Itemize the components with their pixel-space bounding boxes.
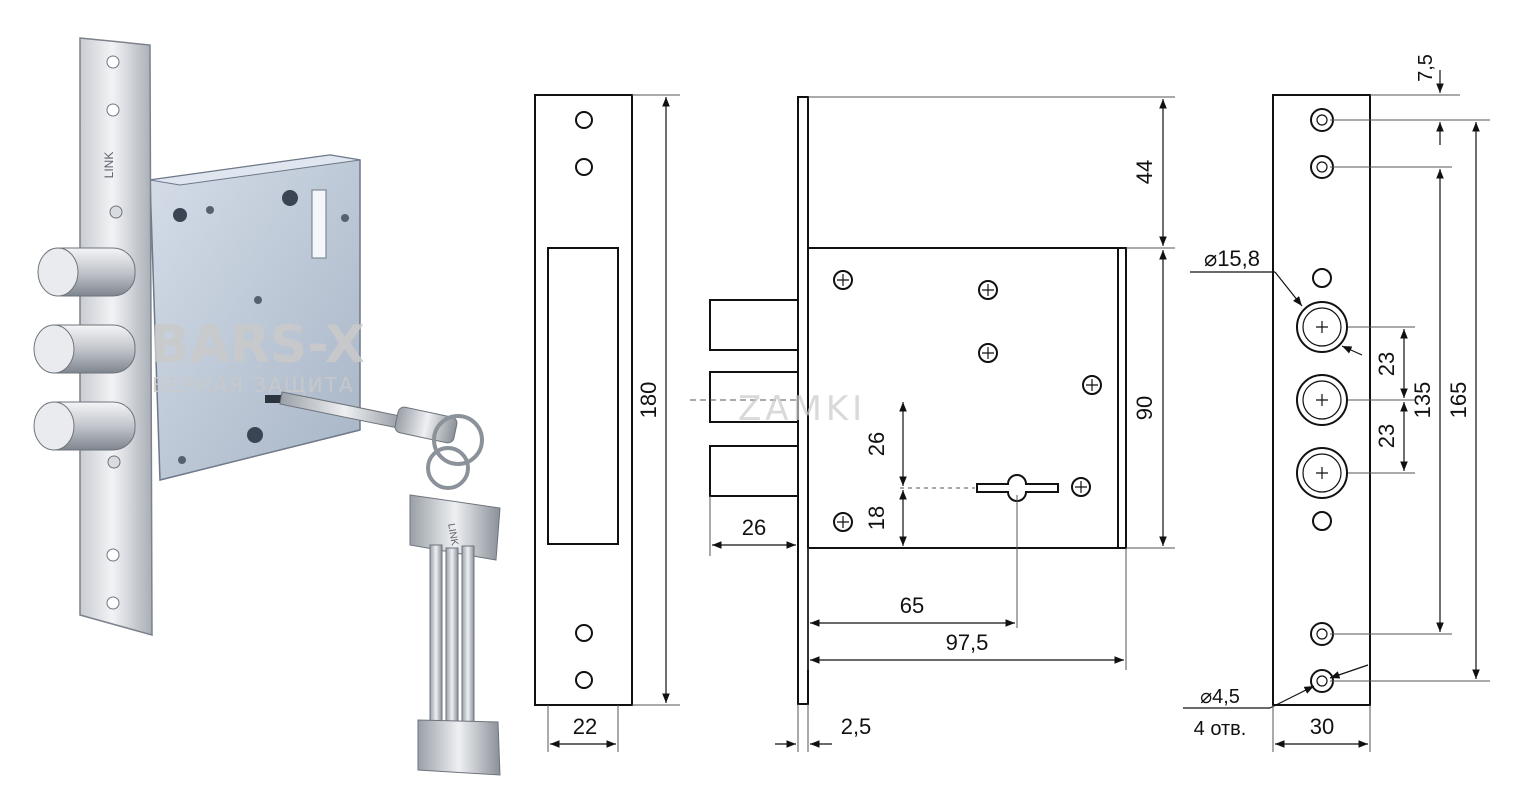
faceplate-screw-hole — [106, 55, 120, 69]
side-bolt — [709, 371, 799, 423]
key-blade — [429, 544, 443, 726]
dim-hole-diameter: ⌀4,5 — [1200, 686, 1240, 708]
key-blade — [461, 545, 475, 727]
countersunk-hole — [1310, 669, 1334, 693]
dim-faceplate-height: 180 — [636, 382, 661, 419]
lock-body-top — [149, 154, 361, 186]
dim-body-depth: 97,5 — [946, 630, 989, 655]
dim-plate-thickness: 2,5 — [841, 714, 872, 739]
key-bit — [417, 719, 501, 776]
key-ring — [426, 446, 470, 490]
faceplate-screw — [107, 455, 121, 469]
screw-icon — [833, 512, 853, 532]
side-screws — [833, 270, 1102, 532]
side-bolt — [709, 299, 799, 351]
lock-body-hole — [254, 296, 262, 304]
countersunk-hole — [1310, 622, 1334, 646]
side-body-edge — [1117, 247, 1127, 549]
faceplate-hole — [575, 671, 593, 689]
dim-top-offset-front: 7,5 — [1415, 54, 1437, 82]
dim-bolt-projection: 26 — [742, 515, 766, 540]
lock-body-hole — [178, 456, 186, 464]
bolt-end — [33, 401, 75, 451]
dim-top-offset: 44 — [1132, 160, 1157, 184]
dim-hole-count: 4 отв. — [1194, 718, 1247, 740]
faceplate-screw-hole — [106, 548, 120, 562]
dim-bolt-spacing-2: 23 — [1374, 424, 1399, 448]
photo-plate-stamp: LINK — [102, 152, 116, 179]
watermark-brand: BARS-X — [150, 315, 365, 375]
dim-faceplate-width: 22 — [573, 714, 597, 739]
dim-key-distance: 65 — [900, 593, 924, 618]
faceplate-hole — [575, 111, 593, 129]
lock-body-hole — [247, 427, 263, 443]
dim-key-to-bottom: 18 — [864, 506, 889, 530]
dim-bolt-to-key: 26 — [864, 432, 889, 456]
lock-body-hole — [341, 214, 349, 222]
lock-photo: LINK LINK BARS-X ВЕРНАЯ ЗАЩИТА — [33, 37, 501, 776]
watermark-tagline: ВЕРНАЯ ЗАЩИТА — [152, 373, 355, 397]
screw-icon — [1071, 477, 1091, 497]
side-bolt — [709, 445, 799, 497]
screw-icon — [1082, 375, 1102, 395]
key-bow — [394, 406, 458, 444]
bolt-hole — [1296, 301, 1348, 353]
faceplate-screw — [109, 205, 123, 219]
lock-body-hole — [206, 206, 214, 214]
faceplate-bolt-window — [547, 247, 619, 545]
bolt-holes — [1296, 301, 1348, 499]
key-head — [409, 494, 501, 561]
dim-front-width: 30 — [1310, 714, 1334, 739]
faceplate-view: 180 22 — [534, 94, 680, 752]
bolt-hole — [1296, 374, 1348, 426]
bolt-hole — [1296, 447, 1348, 499]
screw-icon — [978, 343, 998, 363]
dim-bolt-diameter: ⌀15,8 — [1204, 246, 1260, 271]
screw-icon — [978, 280, 998, 300]
key-stamp: LINK — [445, 523, 460, 547]
keyhole-icon — [976, 474, 1059, 502]
dim-outer-holes: 165 — [1446, 382, 1471, 419]
key-blade — [445, 547, 459, 729]
front-plate-view: 7,5 165 135 23 23 ⌀15,8 ⌀4,5 4 отв. 30 — [1183, 54, 1490, 752]
photo-bolts — [33, 247, 136, 451]
lock-body-hole — [282, 190, 298, 206]
bolt-end — [33, 324, 75, 374]
screw-icon — [833, 270, 853, 290]
photo-keys: LINK — [279, 391, 501, 776]
countersunk-hole — [1310, 155, 1334, 179]
bolt-end — [37, 247, 79, 297]
side-view: ZAMKI 44 90 26 18 26 65 97,5 2,5 — [690, 96, 1175, 752]
faceplate-screw-hole — [106, 596, 120, 610]
dim-bolt-spacing-1: 23 — [1374, 352, 1399, 376]
small-hole — [1312, 268, 1332, 288]
countersunk-hole — [1310, 108, 1334, 132]
lock-body-hole — [173, 208, 187, 222]
dim-body-height: 90 — [1132, 396, 1157, 420]
faceplate-hole — [575, 158, 593, 176]
keyhole — [265, 395, 287, 403]
key-ring — [432, 414, 484, 466]
watermark-mark: ZAMKI — [738, 389, 866, 429]
lock-body-slot — [311, 189, 327, 259]
small-hole — [1312, 511, 1332, 531]
faceplate-outline — [534, 94, 633, 706]
faceplate-screw-hole — [106, 103, 120, 117]
faceplate-hole — [575, 624, 593, 642]
